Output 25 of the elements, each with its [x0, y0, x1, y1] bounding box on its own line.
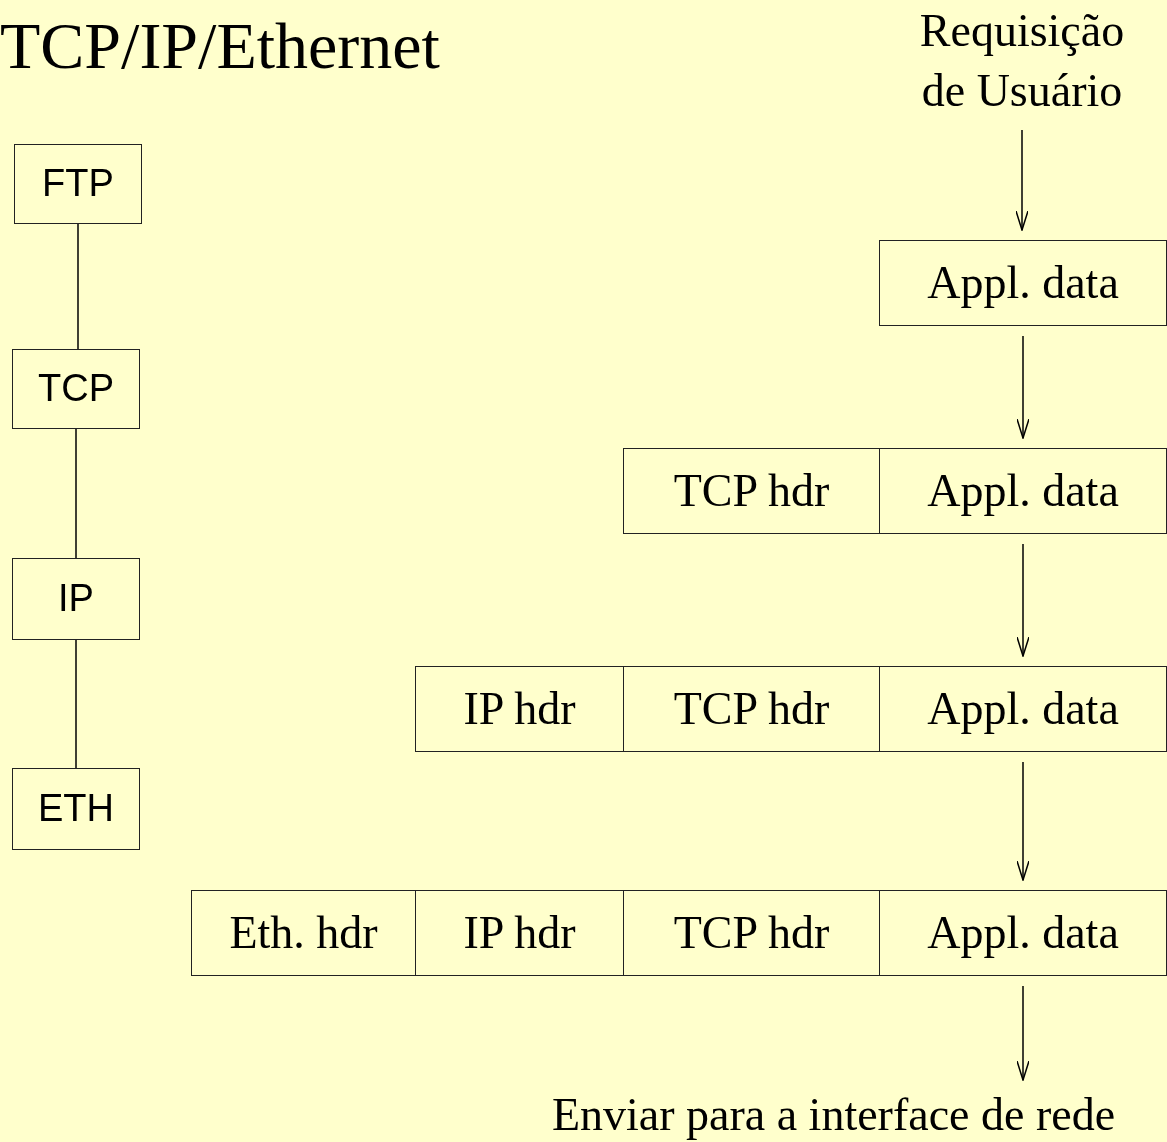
packet-field: Appl. data: [879, 240, 1167, 326]
start-label: Requisição de Usuário: [895, 0, 1149, 122]
connector-line: [75, 639, 77, 769]
arrow: [1016, 543, 1030, 657]
packet-field: TCP hdr: [623, 890, 880, 976]
arrow: [1016, 335, 1030, 439]
layer-box: IP: [12, 558, 140, 640]
title: TCP/IP/Ethernet: [0, 8, 440, 84]
connector-line: [75, 428, 77, 559]
layer-box: TCP: [12, 349, 140, 429]
arrow: [1016, 985, 1030, 1081]
packet-field: TCP hdr: [623, 448, 880, 534]
packet-field: IP hdr: [415, 890, 624, 976]
packet-field: IP hdr: [415, 666, 624, 752]
arrow: [1015, 129, 1029, 231]
end-label: Enviar para a interface de rede: [500, 1088, 1167, 1142]
layer-box: FTP: [14, 144, 142, 224]
layer-box: ETH: [12, 768, 140, 850]
connector-line: [77, 223, 79, 350]
arrow: [1016, 761, 1030, 881]
packet-field: Appl. data: [879, 666, 1167, 752]
packet-field: TCP hdr: [623, 666, 880, 752]
packet-field: Appl. data: [879, 448, 1167, 534]
packet-field: Appl. data: [879, 890, 1167, 976]
packet-field: Eth. hdr: [191, 890, 416, 976]
